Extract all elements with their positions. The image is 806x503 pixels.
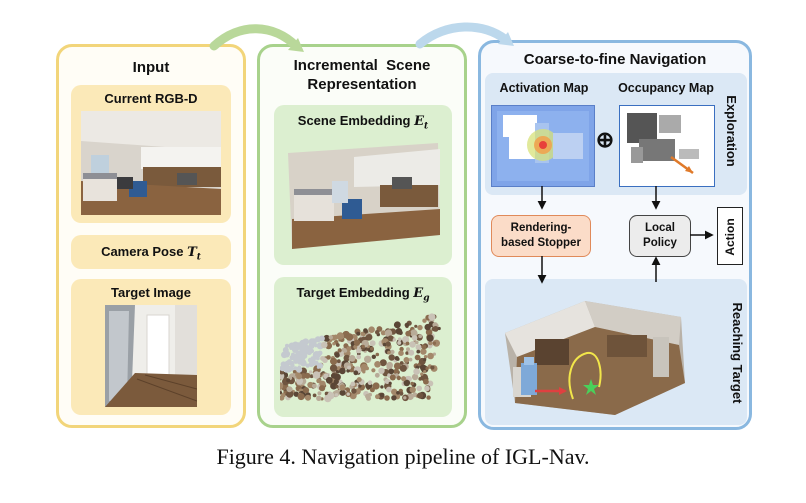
scene-embedding-symbol: Et	[414, 114, 429, 132]
current-rgbd-label: Current RGB-D	[104, 91, 198, 106]
rendering-based-stopper: Rendering-based Stopper	[491, 215, 591, 257]
current-rgbd-card: Current RGB-D	[71, 85, 231, 223]
action-label: Action	[723, 218, 737, 256]
occupancy-map-image	[619, 105, 715, 187]
reaching-target-render	[505, 301, 685, 415]
input-panel-title: Input	[132, 59, 170, 76]
scene-embedding-label: Scene Embedding Et	[297, 113, 429, 132]
target-image	[105, 305, 197, 407]
target-embedding-pointcloud	[280, 313, 441, 403]
scene-representation-panel: Incremental Scene Representation Scene E…	[257, 44, 467, 428]
target-embedding-label: Target Embedding Eg	[296, 285, 430, 304]
camera-pose-card: Camera Pose Tt	[71, 235, 231, 269]
camera-pose-label: Camera Pose Tt	[101, 244, 201, 263]
target-embedding-card: Target Embedding Eg	[274, 277, 452, 417]
camera-pose-symbol: Tt	[187, 245, 201, 263]
target-image-card: Target Image	[71, 279, 231, 415]
exploration-label: Exploration	[724, 95, 739, 167]
scene-panel-title-line2: Representation	[307, 76, 417, 93]
plus-symbol: ⊕	[595, 127, 615, 152]
navigation-panel: Coarse-to-fine Navigation Activation Map…	[478, 40, 752, 430]
navigation-panel-title: Coarse-to-fine Navigation	[523, 51, 707, 68]
activation-map-image	[491, 105, 595, 187]
occupancy-map-label: Occupancy Map	[618, 81, 714, 95]
input-panel: Input Current RGB-D Camera Pose Tt Targe…	[56, 44, 246, 428]
activation-map-label: Activation Map	[499, 81, 589, 95]
figure-caption: Figure 4. Navigation pipeline of IGL-Nav…	[216, 444, 590, 469]
scene-panel-title-line1: Incremental Scene	[293, 57, 431, 74]
current-rgbd-image	[81, 111, 221, 215]
reaching-target-label: Reaching Target	[730, 302, 745, 404]
target-image-label: Target Image	[111, 285, 191, 300]
action-box: Action	[717, 207, 743, 265]
scene-embedding-render	[288, 143, 440, 249]
target-embedding-symbol: Eg	[413, 286, 430, 304]
scene-embedding-card: Scene Embedding Et	[274, 105, 452, 265]
